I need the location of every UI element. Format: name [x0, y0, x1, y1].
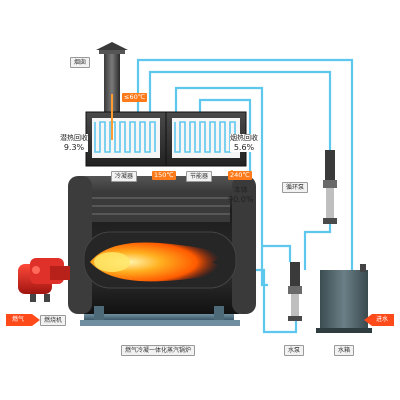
water-in-arrow	[364, 314, 394, 326]
economizer-stat: 烟热回收 5.6%	[230, 134, 258, 152]
exhaust-temp: ≤60℃	[122, 93, 148, 102]
condenser-stat-label: 潜热回收	[60, 134, 88, 142]
body-stat-label: 本体	[233, 186, 248, 194]
condenser-label: 冷凝器	[111, 171, 138, 182]
water-in-label: 进水	[376, 316, 389, 323]
pipe-feed	[262, 244, 292, 262]
pump-icon	[323, 150, 337, 224]
pipe-second	[148, 70, 332, 150]
burner-unit	[18, 258, 70, 302]
water-pump-unit	[288, 262, 302, 321]
flame-icon	[90, 242, 220, 282]
chimney-label: 烟囱	[70, 57, 91, 68]
condenser-stat: 潜热回收 9.3%	[60, 134, 88, 152]
water-tank-label: 水箱	[334, 345, 355, 356]
water-tank-unit	[316, 264, 372, 333]
condenser-unit	[85, 111, 167, 167]
chimney-icon	[96, 42, 128, 118]
economizer-stat-value: 5.6%	[233, 143, 255, 152]
body-stat-value: 90.0%	[228, 195, 254, 204]
mid-temp: 150℃	[152, 171, 176, 180]
economizer-unit	[165, 111, 247, 167]
burner-label: 燃烧机	[40, 315, 67, 326]
body-stat: 本体 90.0%	[228, 186, 253, 204]
inlet-temp: 240℃	[228, 171, 252, 180]
circulation-pump-label: 循环泵	[282, 182, 309, 193]
economizer-stat-label: 烟热回收	[230, 134, 258, 142]
boiler-base	[80, 306, 240, 326]
gas-in-arrow	[6, 314, 40, 326]
economizer-label: 节能器	[186, 171, 213, 182]
water-pump-label: 水泵	[284, 345, 305, 356]
pipe-outer	[136, 58, 354, 300]
gas-in-label: 燃气	[12, 316, 25, 323]
boiler-title: 燃气冷凝一体化蒸汽锅炉	[121, 345, 196, 356]
water-pipes	[136, 58, 378, 334]
condenser-stat-value: 9.3%	[63, 143, 85, 152]
